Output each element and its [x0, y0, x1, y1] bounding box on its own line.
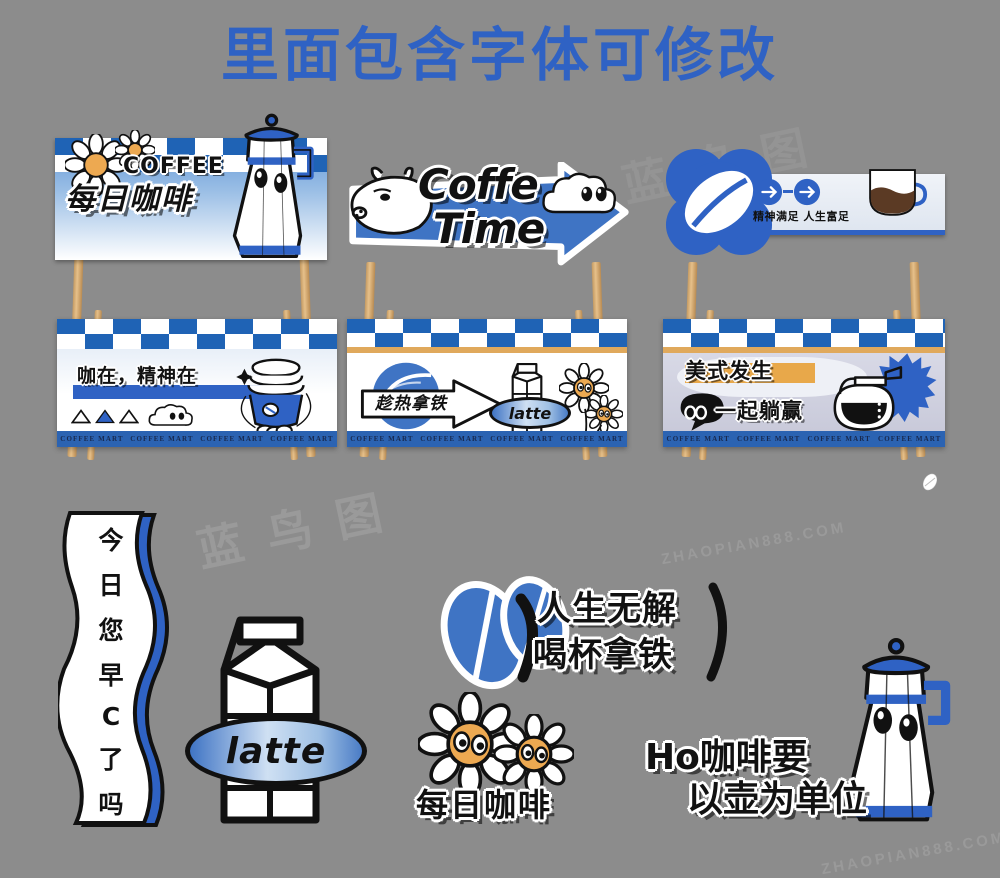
- coffee-bean-decoration-icon: [923, 473, 937, 491]
- booth-3-sign-slogan: 精神满足 人生富足: [753, 210, 850, 223]
- speech-bubble-eyes-icon: [680, 393, 724, 431]
- booth-2-arrow-outline-icon: [360, 379, 502, 429]
- cow-head-icon: [350, 166, 433, 235]
- latte-oval-label: latte: [489, 397, 571, 429]
- moka-pot-character-icon-2: [847, 638, 951, 822]
- moka-pot-character-icon: [232, 113, 314, 259]
- booth-3-headline-highlight: [685, 363, 815, 383]
- daisy-large-icon: [65, 134, 127, 196]
- life-latte-line1: 人生无解: [537, 589, 677, 629]
- daisy-small-icon: [115, 130, 155, 170]
- pot-unit-line1: Ho咖啡要: [645, 737, 808, 778]
- wavy-banner-text: 今 日 您 早 C 了 吗: [90, 521, 132, 821]
- mart-label: COFFEE MART: [270, 435, 334, 443]
- coffee-mug-icon: [869, 169, 928, 216]
- latte-text: latte: [508, 403, 552, 423]
- booth-2-sign-line1: Coffe: [418, 160, 539, 209]
- sticker-latte-carton: latte: [185, 608, 367, 828]
- arrow-circle-connector: [783, 190, 793, 193]
- booth-1-counter-checker: [57, 319, 337, 349]
- life-latte-line2: 喝杯拿铁: [533, 635, 673, 675]
- booth-1-mart-strip: COFFEE MART COFFEE MART COFFEE MART COFF…: [57, 431, 337, 447]
- sticker-daily-coffee: 每日咖啡: [412, 692, 602, 824]
- booth-2: Coffe Time 趁热拿铁: [345, 112, 635, 461]
- booth-1-counter: 咖在，精神在: [57, 319, 337, 447]
- mart-label: COFFEE MART: [420, 435, 484, 443]
- mart-label: COFFEE MART: [200, 435, 264, 443]
- coffee-pot-burst-icon: [833, 353, 937, 431]
- daisy-face-large-icon: [559, 363, 609, 413]
- booth-3: 精神满足 人生富足 美式发生 一起躺赢: [655, 112, 955, 461]
- mart-label: COFFEE MART: [350, 435, 414, 443]
- page-title: 里面包含字体可修改: [220, 21, 779, 89]
- booth-2-counter-rail: [347, 347, 627, 353]
- mart-label: COFFEE MART: [490, 435, 554, 443]
- booth-3-counter: 美式发生 一起躺赢: [663, 319, 945, 447]
- mart-label: COFFEE MART: [560, 435, 624, 443]
- watermark-site-2: ZHAOPIAN888.COM: [659, 518, 848, 569]
- booth-1-sign-chinese: 每日咖啡: [65, 182, 193, 217]
- booth-2-mart-strip: COFFEE MART COFFEE MART COFFEE MART COFF…: [347, 431, 627, 447]
- daisy-face-small-icon: [585, 395, 623, 431]
- wavy-char: 吗: [98, 789, 124, 819]
- booth-1-counter-bar: [73, 385, 273, 399]
- wavy-char: 了: [98, 744, 124, 774]
- booth-1: COFFEE 每日咖啡: [55, 112, 345, 461]
- sticker-life-latte: 人生无解 喝杯拿铁: [425, 565, 745, 695]
- cloud-face-icon-2: [542, 172, 616, 214]
- arrow-circle-icon-1: [755, 178, 783, 206]
- pot-unit-line2: 以壶为单位: [687, 779, 868, 820]
- mart-label: COFFEE MART: [130, 435, 194, 443]
- wavy-char: 今: [98, 526, 124, 555]
- daily-coffee-text: 每日咖啡: [416, 786, 553, 824]
- booth-1-sign-english: COFFEE: [123, 154, 224, 179]
- mart-label: COFFEE MART: [878, 435, 942, 443]
- sticker-wavy-banner: 今 日 您 早 C 了 吗: [58, 503, 178, 833]
- daisy-stem-icon: [584, 408, 603, 431]
- wavy-char: 日: [98, 571, 124, 601]
- triangle-outline-icon-2: [119, 409, 139, 424]
- mart-label: COFFEE MART: [737, 435, 801, 443]
- booth-1-counter-headline: 咖在，精神在: [77, 365, 198, 387]
- wavy-char: 早: [98, 661, 124, 691]
- booth-3-counter-checker: [663, 319, 945, 347]
- mart-label: COFFEE MART: [60, 435, 124, 443]
- sticker-pot-unit: Ho咖啡要 以壶为单位: [645, 638, 975, 840]
- booth-1-counter-face: 咖在，精神在: [57, 349, 337, 431]
- arrow-circle-icon-2: [793, 178, 821, 206]
- booth-2-sign-line2: Time: [433, 204, 545, 253]
- triangle-filled-icon: [95, 409, 115, 424]
- booth-3-counter-subline: 一起躺赢: [715, 399, 803, 423]
- mart-label: COFFEE MART: [807, 435, 871, 443]
- booth-3-counter-headline: 美式发生: [685, 359, 773, 383]
- booth-3-counter-rail: [663, 347, 945, 353]
- wavy-char: 您: [98, 616, 124, 646]
- mart-label: COFFEE MART: [666, 435, 730, 443]
- booth-2-counter-checker: [347, 319, 627, 347]
- triangle-outline-icon: [71, 409, 91, 424]
- booth-2-counter-headline: 趁热拿铁: [375, 394, 447, 414]
- booth-2-counter-face: 趁热拿铁 latte: [347, 353, 627, 431]
- watermark-center: 蓝 鸟 图: [192, 485, 393, 577]
- cloud-face-icon: [148, 404, 193, 426]
- booth-2-counter: 趁热拿铁 latte: [347, 319, 627, 447]
- latte-sticker-text: latte: [225, 730, 327, 772]
- wavy-char: C: [101, 701, 121, 731]
- coffee-cup-character-icon: [236, 358, 312, 431]
- booth-3-mart-strip: COFFEE MART COFFEE MART COFFEE MART COFF…: [663, 431, 945, 447]
- latte-oval-sticker: latte: [185, 716, 367, 786]
- daisy-face-small-icon-2: [494, 714, 574, 794]
- booth-3-counter-face: 美式发生 一起躺赢: [663, 353, 945, 431]
